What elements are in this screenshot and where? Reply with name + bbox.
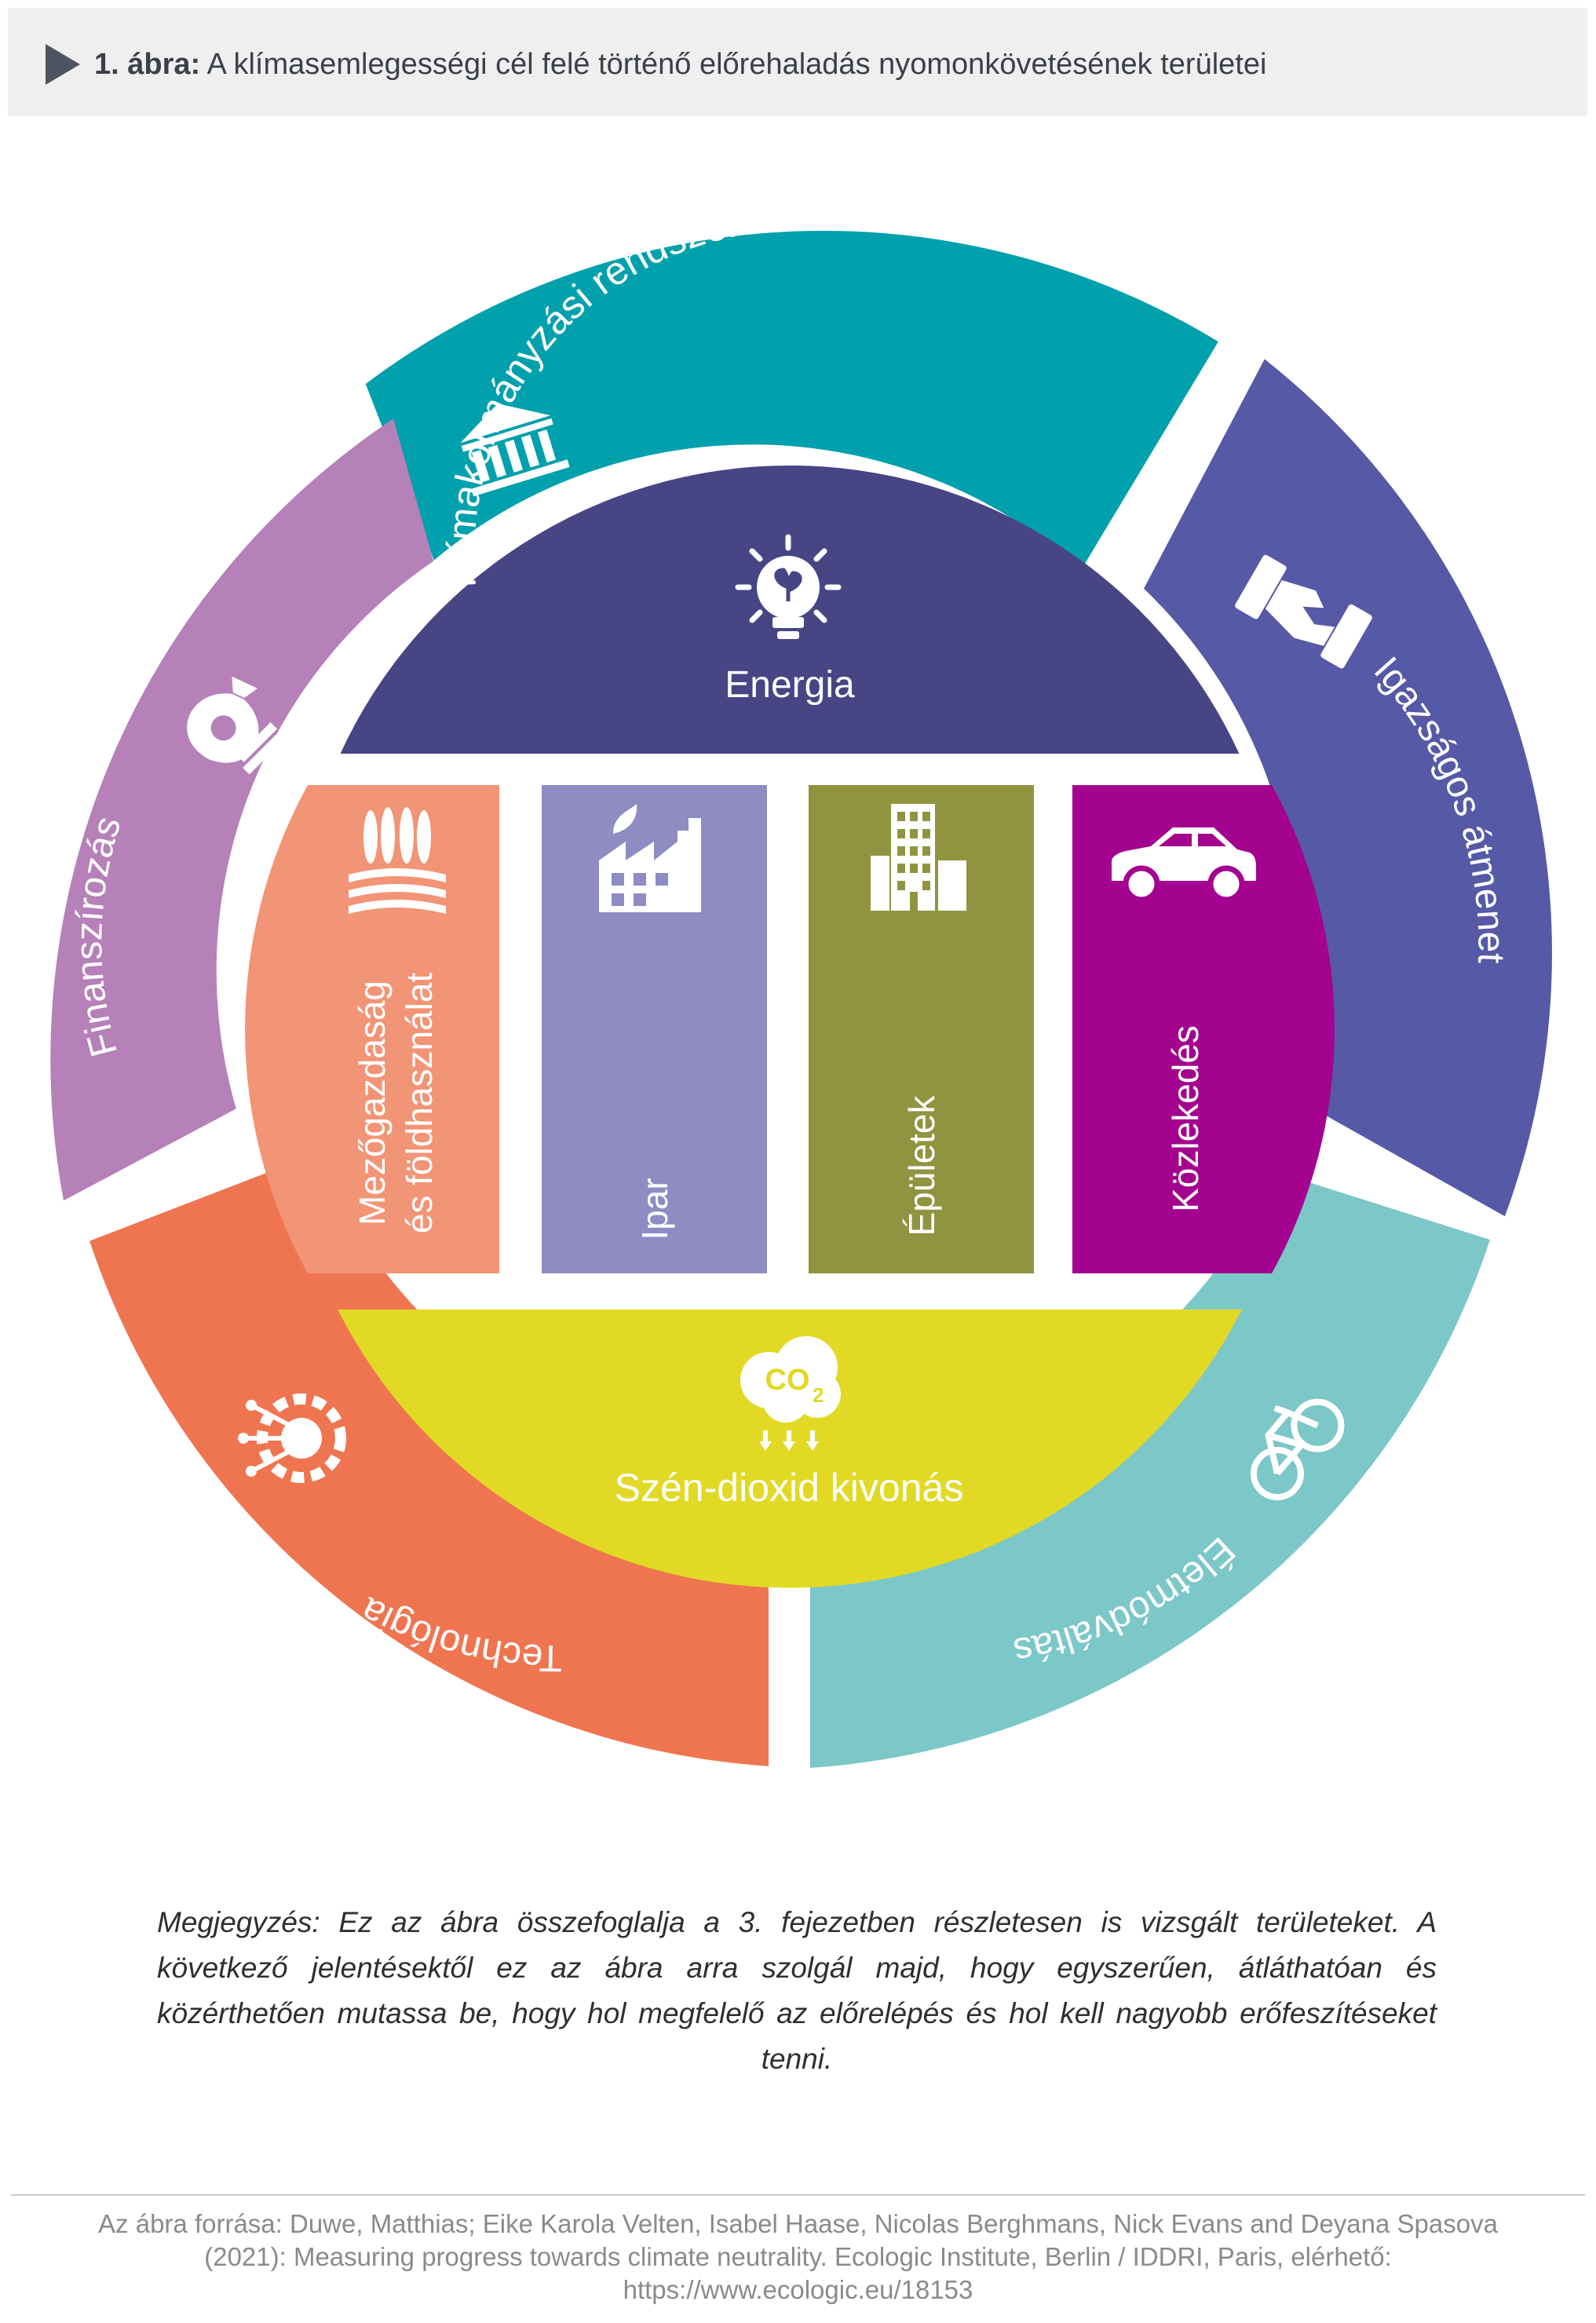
co2-text: CO xyxy=(765,1364,810,1397)
segment-igazsagos xyxy=(1144,359,1552,1217)
car-icon xyxy=(1112,827,1256,903)
figure-note: Megjegyzés: Ez az ábra összefoglalja a 3… xyxy=(157,1906,1437,2075)
carbon-removal-label: Szén-dioxid kivonás xyxy=(615,1466,964,1510)
money-bag-icon xyxy=(187,676,283,775)
buildings-label: Épületek xyxy=(901,1094,942,1236)
climate-neutrality-diagram: Klímakormányzási rendszer Igazságos átme… xyxy=(50,200,1552,1768)
buildings-icon xyxy=(871,804,966,911)
co2-subscript: 2 xyxy=(813,1383,824,1407)
industry-label: Ipar xyxy=(634,1178,675,1240)
figure-title-text: A klímasemlegességi cél felé történő elő… xyxy=(206,48,1267,81)
bicycle-icon xyxy=(1250,1398,1345,1501)
divider xyxy=(11,2194,1585,2196)
agriculture-label-line1: Mezőgazdaság xyxy=(352,981,393,1225)
segment-finanszirozas xyxy=(50,418,434,1201)
agriculture-label-line2: és földhasználat xyxy=(399,973,440,1234)
lightbulb-leaf-icon xyxy=(735,534,842,639)
figure-source: Az ábra forrása: Duwe, Matthias; Eike Ka… xyxy=(98,2209,1498,2304)
play-arrow-icon xyxy=(46,44,80,85)
gear-circuit-icon xyxy=(238,1393,346,1483)
segment-eletmodvaltas xyxy=(810,1171,1490,1768)
segment-klimakormanyzasi xyxy=(365,231,1218,570)
wheat-field-icon xyxy=(349,807,446,914)
co2-cloud-icon: CO 2 xyxy=(740,1336,841,1451)
transport-label: Közlekedés xyxy=(1165,1025,1206,1212)
figure-header: 1. ábra: A klímasemlegességi cél felé tö… xyxy=(8,8,1587,116)
sector-transport xyxy=(1072,785,1335,1273)
handshake-icon xyxy=(1235,554,1372,669)
energy-label: Energia xyxy=(725,664,855,706)
figure-title: 1. ábra: A klímasemlegességi cél felé tö… xyxy=(94,42,1266,86)
government-building-icon xyxy=(460,404,570,497)
segment-technologia xyxy=(89,1153,769,1766)
factory-icon xyxy=(599,804,701,912)
figure-number: 1. ábra: xyxy=(94,48,201,81)
